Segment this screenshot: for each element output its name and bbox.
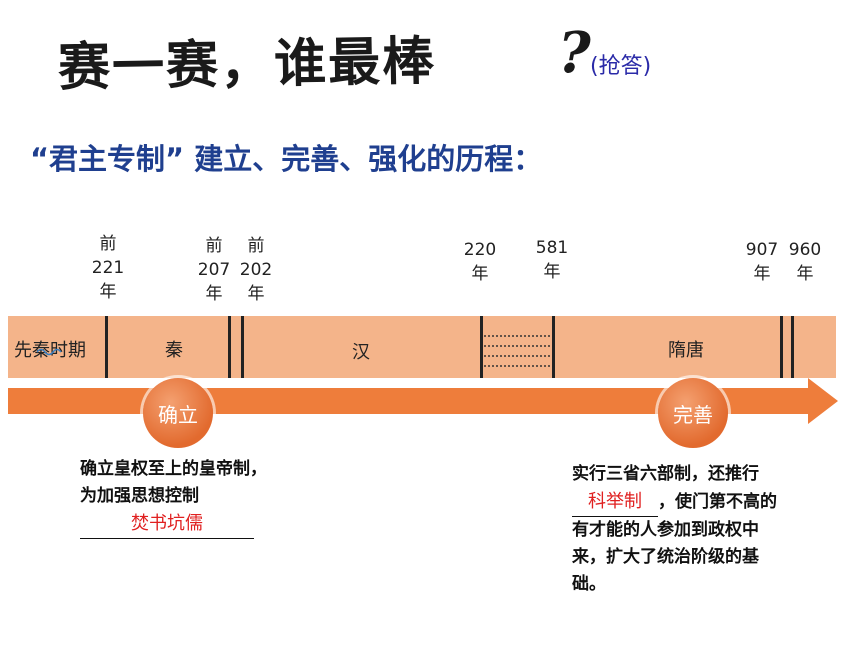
title-question-mark: ? (558, 20, 591, 86)
period-han: 汉 (352, 342, 370, 363)
answer-blank-right: 科举制 (572, 488, 658, 517)
establish-description: 确立皇权至上的皇帝制， 为加强思想控制 焚书坑儒 (80, 456, 400, 539)
perfect-line-3: 有才能的人参加到政权中 (572, 520, 759, 540)
divider-581 (552, 316, 555, 378)
divider-221bc (105, 316, 108, 378)
perfect-line-1: 实行三省六部制，还推行 (572, 464, 759, 484)
divider-960 (791, 316, 794, 378)
answer-blank-left: 焚书坑儒 (80, 510, 254, 539)
timeline-arrow (8, 378, 838, 424)
establish-line-2: 为加强思想控制 (80, 486, 199, 506)
divider-207bc (228, 316, 231, 378)
perfect-line-5: 础。 (572, 574, 606, 594)
establish-line-1: 确立皇权至上的皇帝制， (80, 459, 267, 479)
answer-burning-books: 焚书坑儒 (131, 513, 203, 534)
stage-circle-establish: 确立 (143, 378, 213, 448)
perfect-description: 实行三省六部制，还推行 科举制 ，使门第不高的 有才能的人参加到政权中 来，扩大… (572, 461, 832, 598)
disunity-dotted-lines (484, 335, 552, 367)
answer-imperial-exam: 科举制 (588, 491, 642, 512)
squiggle-mark (36, 348, 62, 356)
perfect-line-2: ，使门第不高的 (658, 492, 777, 512)
perfect-line-4: 来，扩大了统治阶级的基 (572, 547, 759, 567)
period-qin: 秦 (165, 340, 183, 361)
quick-answer-tag: (抢答) (590, 54, 652, 79)
divider-220 (480, 316, 483, 378)
period-pre-qin: 先秦时期 (14, 340, 86, 361)
timeline-band (8, 316, 836, 378)
divider-907 (780, 316, 783, 378)
stage-circle-perfect: 完善 (658, 378, 728, 448)
divider-202bc (241, 316, 244, 378)
period-sui-tang: 隋唐 (668, 340, 704, 361)
page-title: 赛一赛，谁最棒 (57, 30, 437, 99)
section-subtitle: “君主专制” 建立、完善、强化的历程： (30, 142, 543, 176)
